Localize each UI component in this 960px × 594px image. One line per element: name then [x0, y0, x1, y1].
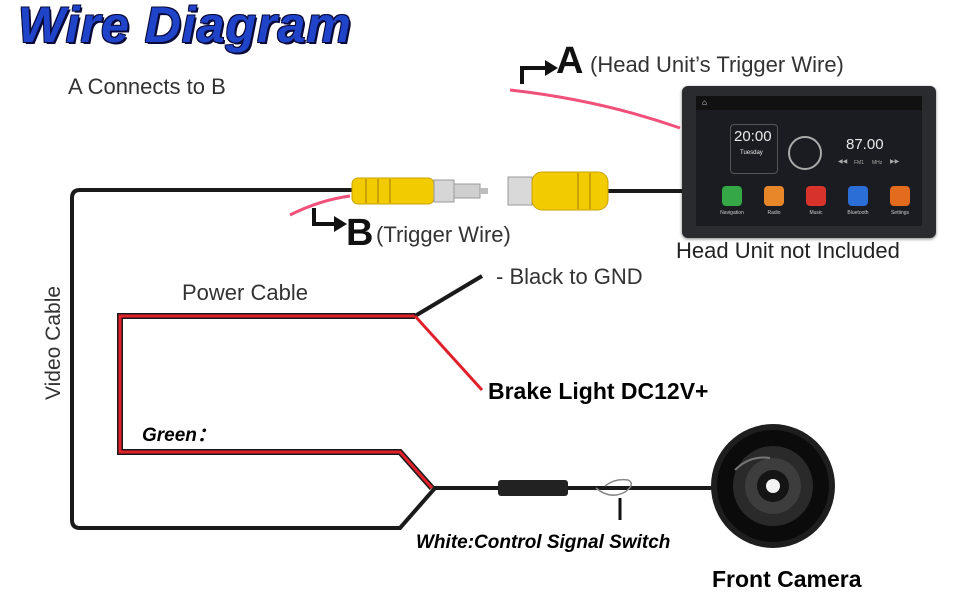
label-a-text: (Head Unit’s Trigger Wire): [590, 52, 844, 77]
radio-signal-icon: [788, 136, 822, 170]
brake-light-label: Brake Light DC12V+: [488, 378, 709, 404]
pink-trigger-wire-b: [289, 194, 351, 217]
app-icon-radio[interactable]: [764, 186, 784, 206]
pink-trigger-wire-a: [509, 88, 681, 130]
power-cable-red: [118, 314, 434, 489]
white-signal-wire: [595, 478, 633, 496]
app-icon-settings[interactable]: [890, 186, 910, 206]
label-b-letter: B: [346, 212, 374, 254]
head-unit-unit: MHz: [872, 160, 883, 166]
white-signal-label: White:Control Signal Switch: [416, 532, 671, 553]
head-unit-day: Tuesday: [740, 150, 763, 156]
app-icon-navigation[interactable]: [722, 186, 742, 206]
front-camera-icon: [711, 424, 835, 548]
video-cable-label: Video Cable: [42, 285, 65, 400]
power-cable-label: Power Cable: [182, 280, 308, 305]
app-label: Settings: [890, 210, 910, 216]
head-unit-frequency: 87.00: [846, 136, 884, 153]
note-text: A Connects to B: [68, 74, 226, 99]
rca-male-connector: [351, 177, 488, 205]
rca-female-connector: [507, 171, 609, 211]
black-gnd-wire: [413, 274, 484, 318]
head-unit-time: 20:00: [734, 128, 772, 145]
app-label: Bluetooth: [847, 210, 869, 216]
arrow-b-head: [334, 216, 347, 232]
arrow-b-icon: [312, 208, 334, 226]
head-unit-caption: Head Unit not Included: [676, 238, 900, 263]
page-title: Wire Diagram: [18, 0, 352, 53]
app-icon-music[interactable]: [806, 186, 826, 206]
head-unit-band: FM1: [854, 160, 864, 166]
arrow-a-head: [545, 60, 558, 76]
app-label: Radio: [767, 210, 781, 216]
head-unit: ⌂ 20:00 Tuesday 87.00 ◀◀ FM1 MHz ▶▶ Navi…: [682, 86, 936, 238]
green-label: Green：: [142, 425, 216, 446]
video-cable: [70, 188, 500, 530]
power-cable: [117, 313, 435, 490]
black-gnd-label: - Black to GND: [496, 264, 643, 289]
app-label: Navigation: [720, 210, 744, 216]
app-label: Music: [809, 210, 823, 216]
front-camera-label: Front Camera: [712, 566, 862, 592]
label-a-letter: A: [556, 40, 584, 82]
home-icon: ⌂: [702, 98, 707, 107]
head-unit-screen: ⌂ 20:00 Tuesday 87.00 ◀◀ FM1 MHz ▶▶ Navi…: [696, 96, 922, 226]
brake-light-wire: [413, 314, 484, 392]
arrow-a-icon: [520, 66, 545, 84]
cable-sleeve: [498, 480, 568, 496]
label-b-text: (Trigger Wire): [376, 222, 511, 247]
app-icon-bluetooth[interactable]: [848, 186, 868, 206]
